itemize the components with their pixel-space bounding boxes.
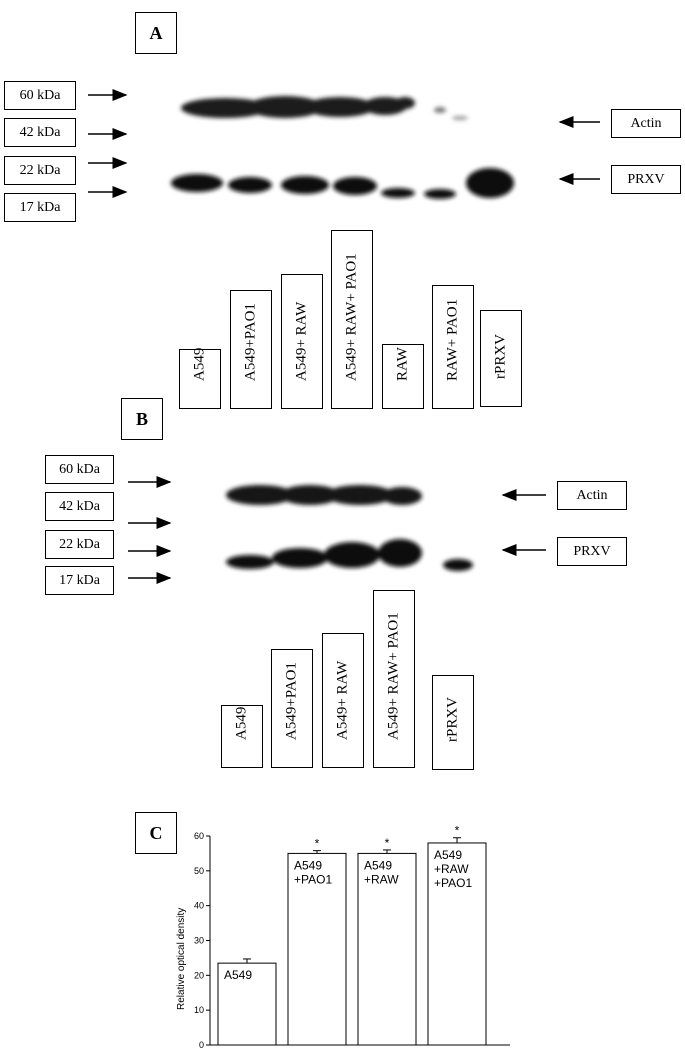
mw-marker-42-b: 42 kDa [45, 492, 114, 521]
bar [357, 852, 417, 1046]
y-tick-label: 20 [194, 970, 204, 980]
band-label-prxv-b: PRXV [557, 537, 627, 566]
panel-b-label: B [121, 398, 163, 440]
mw-marker-17-b: 17 kDa [45, 566, 114, 595]
lane-label-rprxv-b: rPRXV [432, 675, 474, 770]
bar-label: +RAW [364, 872, 399, 886]
y-tick-label: 0 [199, 1040, 204, 1050]
lane-label-a549: A549 [179, 348, 221, 409]
mw-marker-22: 22 kDa [4, 156, 76, 185]
y-axis-label: Relative optical density [176, 908, 187, 1010]
bar-label: A549 [434, 848, 462, 862]
significance-star: * [455, 824, 460, 838]
lane-label-a549-raw-b: A549+ RAW [322, 633, 364, 768]
bar-label: A549 [294, 858, 322, 872]
lane-label-raw: RAW [382, 344, 424, 409]
mw-marker-17: 17 kDa [4, 193, 76, 222]
lane-label-a549-b: A549 [221, 705, 263, 768]
band-label-actin-b: Actin [557, 481, 627, 510]
y-tick-label: 10 [194, 1005, 204, 1015]
lane-label-a549-raw-pao1: A549+ RAW+ PAO1 [331, 230, 373, 409]
bar [217, 962, 277, 1046]
y-tick-label: 60 [194, 831, 204, 841]
bar-label: +PAO1 [434, 876, 472, 890]
band-label-actin-a: Actin [611, 109, 681, 138]
bar-label: +RAW [434, 862, 469, 876]
y-tick-label: 50 [194, 866, 204, 876]
bar-label: +PAO1 [294, 872, 332, 886]
bar [287, 852, 347, 1046]
lane-label-raw-pao1: RAW+ PAO1 [432, 285, 474, 409]
lane-label-a549-pao1: A549+PAO1 [230, 290, 272, 409]
significance-star: * [385, 836, 390, 850]
significance-star: * [315, 837, 320, 851]
panel-a-label: A [135, 12, 177, 54]
mw-marker-22-b: 22 kDa [45, 530, 114, 559]
mw-arrows-a [88, 89, 128, 198]
y-tick-label: 30 [194, 936, 204, 946]
mw-marker-60: 60 kDa [4, 81, 76, 110]
mw-marker-60-b: 60 kDa [45, 455, 114, 484]
bar [427, 842, 487, 1046]
lane-label-a549-raw: A549+ RAW [281, 274, 323, 409]
lane-label-a549-raw-pao1-b: A549+ RAW+ PAO1 [373, 590, 415, 768]
mw-marker-42: 42 kDa [4, 118, 76, 147]
lane-label-a549-pao1-b: A549+PAO1 [271, 649, 313, 768]
western-blot-a [88, 89, 600, 199]
lane-label-rprxv-a: rPRXV [480, 310, 522, 407]
panel-c-label: C [135, 812, 177, 854]
bar-label: A549 [364, 858, 392, 872]
band-label-prxv-a: PRXV [611, 165, 681, 194]
bar-chart-c: Relative optical density 0 10 20 30 40 50 60 A… [176, 824, 510, 1050]
western-blot-b [128, 476, 546, 584]
y-tick-label: 40 [194, 901, 204, 911]
bar-label: A549 [224, 968, 252, 982]
